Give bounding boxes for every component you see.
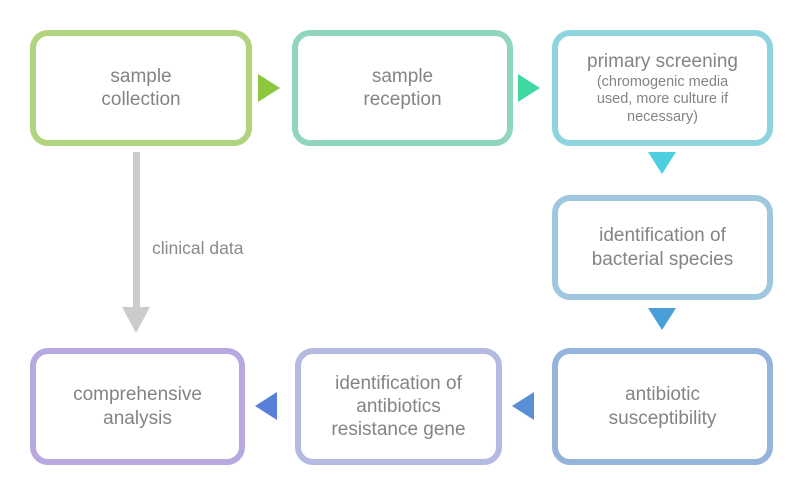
node-bacterial-species[interactable]: identification of bacterial species (552, 195, 773, 300)
arrow-shaft (133, 152, 140, 312)
node-title: sample collection (101, 65, 181, 110)
node-primary-screening[interactable]: primary screening (chromogenic media use… (552, 30, 773, 146)
node-title: sample reception (363, 65, 442, 110)
node-title: antibiotic susceptibility (608, 384, 717, 429)
node-comprehensive-analysis[interactable]: comprehensive analysis (30, 348, 245, 465)
arrow-head-down-icon (122, 307, 150, 333)
node-antibiotic-susceptibility[interactable]: antibiotic susceptibility (552, 348, 773, 465)
arrow-right-reception-to-screening (518, 74, 540, 102)
node-title: identification of antibiotics resistance… (331, 372, 466, 441)
node-resistance-gene[interactable]: identification of antibiotics resistance… (295, 348, 502, 465)
clinical-data-arrow (122, 152, 150, 337)
node-sample-reception[interactable]: sample reception (292, 30, 513, 146)
arrow-right-collection-to-reception (258, 74, 280, 102)
clinical-data-label: clinical data (152, 238, 244, 258)
node-subtitle: (chromogenic media used, more culture if… (596, 74, 729, 125)
node-title: identification of bacterial species (591, 225, 734, 270)
node-sample-collection[interactable]: sample collection (30, 30, 252, 146)
arrow-left-susceptibility-to-resistance (512, 392, 534, 420)
arrow-down-species-to-susceptibility (648, 308, 676, 330)
arrow-left-resistance-to-analysis (255, 392, 277, 420)
arrow-down-screening-to-species (648, 152, 676, 174)
node-title: comprehensive analysis (73, 384, 202, 429)
node-title: primary screening (587, 50, 738, 72)
